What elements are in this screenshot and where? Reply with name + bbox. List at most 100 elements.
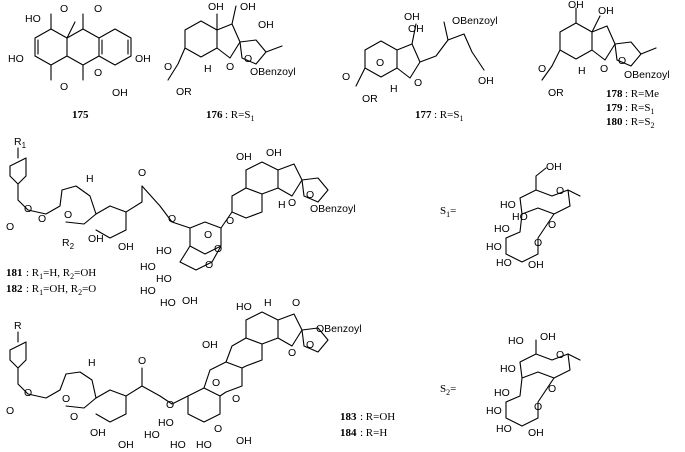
atom-label: O — [548, 383, 556, 395]
atom-label: OBenzoyl — [624, 69, 670, 81]
atom-label: O — [24, 203, 32, 215]
atom-label: HO — [512, 211, 528, 223]
atom-label: OH — [598, 5, 614, 17]
atom-label: HO — [486, 405, 502, 417]
atom-label: OH — [540, 331, 556, 343]
compound-number: 180 — [606, 116, 623, 128]
atom-label: OH — [546, 161, 562, 173]
atom-label: HO — [140, 261, 156, 273]
compound-caption: : R=H — [360, 427, 387, 439]
atom-label: O — [556, 349, 564, 361]
compound-number: 181 — [6, 267, 23, 279]
atom-label: OH — [528, 259, 544, 271]
atom-label: HO — [156, 245, 172, 257]
atom-label: O — [306, 339, 314, 351]
compound-181-182: R1 O O O O H R2 OH OH O O OH OH H O O OB… — [6, 136, 356, 309]
atom-label: OH — [478, 75, 494, 87]
compound-number: 182 — [6, 283, 23, 295]
atom-label: O — [6, 405, 14, 417]
atom-label: O — [168, 213, 176, 225]
atom-label: R — [14, 320, 22, 332]
atom-label: R2 — [62, 237, 75, 251]
compound-number: 179 — [606, 102, 623, 114]
compound-178-180: OH OH H O O OBenzoyl OR O 178 : R=Me 179… — [538, 0, 670, 130]
s2-label: S2= — [440, 383, 456, 397]
atom-label: OR — [362, 93, 378, 105]
atom-label: HO — [494, 387, 510, 399]
atom-label: HO — [160, 297, 176, 309]
atom-label: O — [138, 355, 146, 367]
compound-177: OH OH OBenzoyl O H O OR O OH 177 : R=S1 — [342, 11, 498, 123]
compound-176: OH OH OH H O O OBenzoyl OR O 176 : R=S1 — [164, 1, 296, 123]
compound-number: 183 — [340, 411, 357, 423]
atom-label: O — [292, 297, 300, 309]
atom-label: HO — [508, 335, 524, 347]
compound-caption: : R=Me — [625, 88, 659, 100]
atom-label: O — [62, 393, 70, 405]
atom-label: OH — [118, 439, 134, 451]
atom-label: OH — [88, 233, 104, 245]
atom-label: OH — [90, 427, 106, 439]
atom-label: OBenzoyl — [316, 323, 362, 335]
atom-label: HO — [236, 301, 252, 313]
atom-label: O — [376, 57, 384, 69]
atom-label: O — [70, 411, 78, 423]
atom-label: OH — [135, 53, 151, 65]
atom-label: O — [600, 63, 608, 75]
atom-label: HO — [500, 199, 516, 211]
compound-183-184: R O O O O H OH OH O O HO H O O O OBenzoy… — [6, 297, 395, 451]
compound-number: 184 — [340, 427, 357, 439]
atom-label: O — [60, 3, 68, 15]
atom-label: OH — [258, 19, 274, 31]
atom-label: HO — [170, 439, 186, 451]
atom-label: OR — [176, 86, 192, 98]
atom-label: O — [205, 259, 213, 271]
compound-caption: : R=S2 — [625, 116, 654, 130]
atom-label: OH — [112, 87, 128, 99]
atom-label: O — [24, 387, 32, 399]
atom-label: OH — [118, 241, 134, 253]
compound-175: HO HO OH OH O O O O 175 — [8, 3, 151, 121]
atom-label: O — [138, 167, 146, 179]
atom-label: OH — [208, 1, 224, 13]
atom-label: O — [166, 399, 174, 411]
atom-label: O — [212, 377, 220, 389]
atom-label: O — [94, 3, 102, 15]
atom-label: HO — [8, 53, 24, 65]
atom-label: O — [164, 61, 172, 73]
atom-label: O — [38, 213, 46, 225]
atom-label: HO — [196, 439, 212, 451]
atom-label: HO — [144, 429, 160, 441]
atom-label: H — [578, 65, 586, 77]
atom-label: O — [538, 63, 546, 75]
compound-number: 178 — [606, 88, 623, 100]
atom-label: H — [88, 357, 96, 369]
s1-label: S1= — [440, 205, 456, 219]
atom-label: OH — [202, 339, 218, 351]
atom-label: OH — [266, 147, 282, 159]
atom-label: O — [414, 77, 422, 89]
atom-label: OR — [548, 87, 564, 99]
atom-label: O — [288, 347, 296, 359]
atom-label: OH — [404, 11, 420, 23]
atom-label: HO — [486, 241, 502, 253]
atom-label: O — [214, 423, 222, 435]
atom-label: H — [204, 63, 212, 75]
atom-label: R1 — [14, 136, 27, 150]
atom-label: HO — [496, 423, 512, 435]
atom-label: O — [534, 401, 542, 413]
atom-label: O — [204, 229, 212, 241]
atom-label: OH — [182, 295, 198, 307]
atom-label: HO — [500, 363, 516, 375]
compound-caption: : R=S1 — [434, 109, 463, 123]
atom-label: OBenzoyl — [310, 203, 356, 215]
atom-label: HO — [496, 257, 512, 269]
atom-label: HO — [158, 417, 174, 429]
atom-label: OBenzoyl — [452, 15, 498, 27]
atom-label: O — [306, 189, 314, 201]
atom-label: O — [60, 81, 68, 93]
compound-number: 177 — [415, 109, 432, 121]
compound-caption: : R=S1 — [625, 102, 654, 116]
